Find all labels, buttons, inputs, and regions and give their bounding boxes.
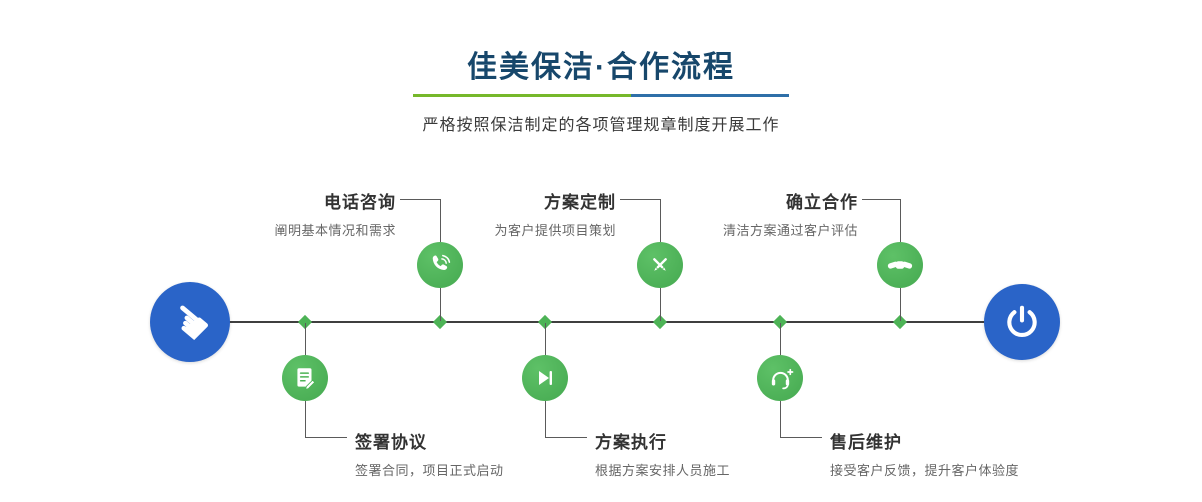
- connector-line: [780, 401, 781, 437]
- step-desc: 阐明基本情况和需求: [274, 223, 396, 238]
- step-circle-design: [637, 242, 683, 288]
- step-title: 方案定制: [544, 193, 616, 212]
- step-title: 电话咨询: [324, 193, 396, 212]
- connector-line: [900, 288, 901, 321]
- play-next-icon: [539, 371, 552, 385]
- connector-line: [545, 401, 546, 437]
- step-text-bottom-3: 售后维护 接受客户反馈，提升客户体验度: [830, 428, 1090, 479]
- timeline-end-circle: [984, 284, 1060, 360]
- step-title: 确立合作: [786, 193, 858, 212]
- connector-line: [545, 437, 587, 438]
- connector-line: [440, 199, 441, 242]
- contract-pen-icon: [297, 368, 316, 390]
- timeline-start-circle: ☚: [150, 282, 230, 362]
- step-text-top-1: 电话咨询 阐明基本情况和需求: [176, 188, 396, 239]
- connector-line: [660, 199, 661, 242]
- step-circle-execute: [522, 355, 568, 401]
- page-title: 佳美保洁·合作流程: [467, 51, 735, 84]
- step-title: 售后维护: [830, 433, 902, 452]
- connector-line: [780, 323, 781, 355]
- timeline-line: [190, 321, 1022, 323]
- connector-line: [440, 288, 441, 321]
- step-desc: 根据方案安排人员施工: [595, 463, 731, 478]
- step-text-bottom-2: 方案执行 根据方案安排人员施工: [595, 428, 835, 479]
- connector-line: [545, 323, 546, 355]
- headset-support-icon: [771, 368, 793, 389]
- connector-line: [780, 437, 822, 438]
- step-desc: 接受客户反馈，提升客户体验度: [830, 463, 1020, 478]
- step-circle-phone: [417, 242, 463, 288]
- phone-icon: [432, 254, 451, 270]
- power-icon: [1007, 305, 1037, 338]
- handshake-icon: [887, 261, 913, 269]
- step-desc: 签署合同，项目正式启动: [355, 463, 504, 478]
- step-title: 方案执行: [595, 433, 667, 452]
- step-title: 签署协议: [355, 433, 427, 452]
- connector-line: [305, 401, 306, 437]
- connector-line: [900, 199, 901, 242]
- pencil-tools-icon: [653, 258, 667, 271]
- page-subtitle: 严格按照保洁制定的各项管理规章制度开展工作: [422, 117, 780, 134]
- step-circle-contract: [282, 355, 328, 401]
- step-text-top-2: 方案定制 为客户提供项目策划: [396, 188, 616, 239]
- connector-line: [660, 288, 661, 321]
- step-desc: 为客户提供项目策划: [494, 223, 616, 238]
- step-text-bottom-1: 签署协议 签署合同，项目正式启动: [355, 428, 595, 479]
- step-desc: 清洁方案通过客户评估: [722, 223, 858, 238]
- pointing-hand-icon: ☚: [156, 288, 224, 356]
- step-circle-support: [757, 355, 803, 401]
- step-circle-handshake: [877, 242, 923, 288]
- connector-line: [305, 323, 306, 355]
- connector-line: [862, 199, 900, 200]
- title-underline: [413, 94, 789, 97]
- connector-line: [305, 437, 347, 438]
- step-text-top-3: 确立合作 清洁方案通过客户评估: [638, 188, 858, 239]
- connector-line: [400, 199, 440, 200]
- connector-line: [620, 199, 660, 200]
